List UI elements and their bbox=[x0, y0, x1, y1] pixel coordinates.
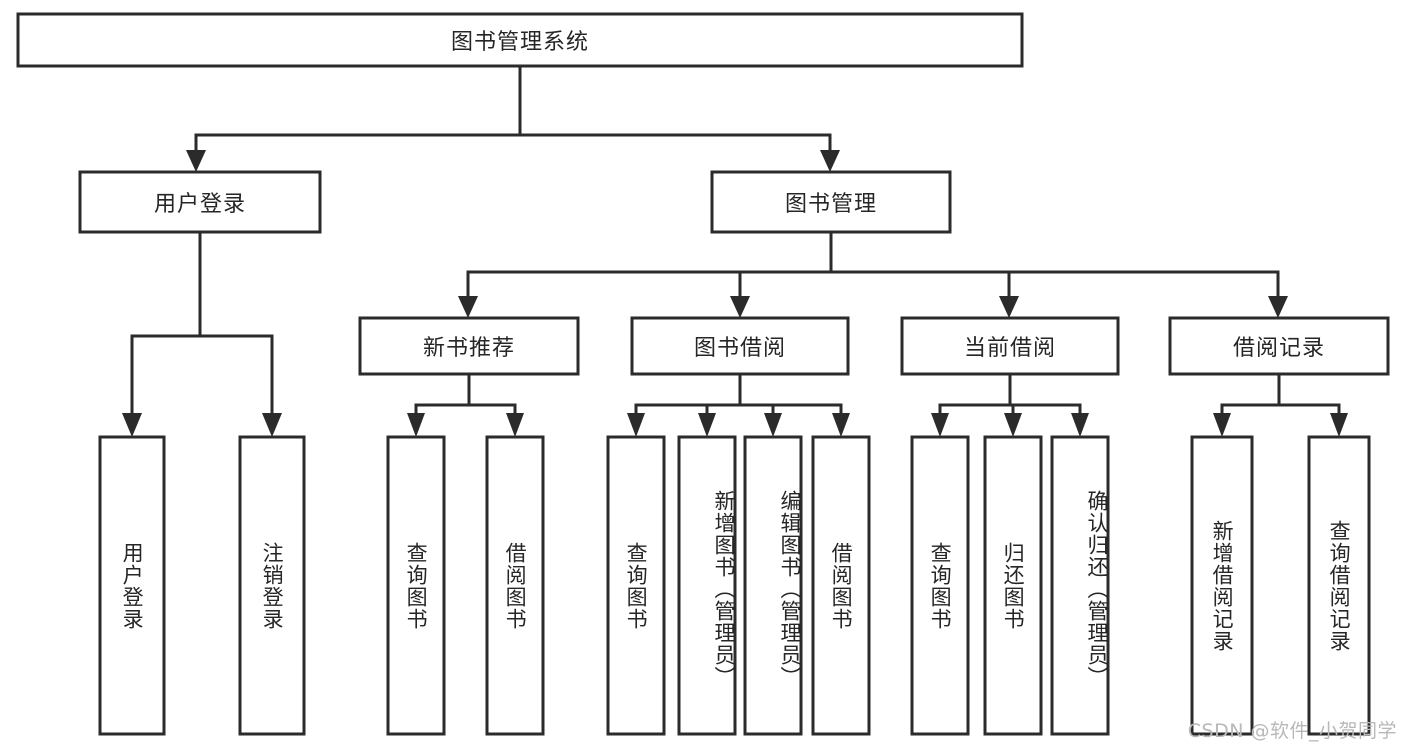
node-box-leaf-query-book-borrow[interactable] bbox=[606, 435, 666, 736]
arrowhead-borrow-leaf-3 bbox=[764, 413, 782, 437]
arrowhead-record-leaf-1 bbox=[1213, 413, 1231, 437]
arrowhead-borrow-record bbox=[1268, 296, 1288, 318]
node-box-leaf-borrow-book[interactable] bbox=[811, 435, 871, 736]
csdn-watermark: CSDN @软件_小贺同学 bbox=[1187, 720, 1397, 742]
node-box-leaf-confirm-return-admin[interactable] bbox=[1050, 435, 1110, 736]
node-box-leaf-add-borrow-record[interactable] bbox=[1190, 435, 1254, 736]
node-box-borrow-record[interactable] bbox=[1168, 316, 1390, 376]
node-box-user-login[interactable] bbox=[78, 170, 322, 234]
node-box-root[interactable] bbox=[16, 12, 1024, 68]
arrowhead-root-to-user-login bbox=[186, 150, 206, 172]
node-box-leaf-edit-book-admin[interactable] bbox=[743, 435, 803, 736]
node-box-book-manage[interactable] bbox=[710, 170, 952, 234]
arrowhead-current-leaf-2 bbox=[1004, 413, 1022, 437]
arrowhead-borrow-leaf-1 bbox=[627, 413, 645, 437]
node-box-current-borrow[interactable] bbox=[900, 316, 1120, 376]
arrowhead-borrow-leaf-2 bbox=[698, 413, 716, 437]
arrowhead-current-leaf-1 bbox=[931, 413, 949, 437]
arrowhead-book-borrow bbox=[730, 296, 750, 318]
arrowhead-new-book-recommend bbox=[458, 296, 478, 318]
arrowhead-current-leaf-3 bbox=[1071, 413, 1089, 437]
node-box-book-borrow[interactable] bbox=[630, 316, 850, 376]
arrowhead-recommend-leaf-2 bbox=[506, 413, 524, 437]
arrowhead-user-login-leaf-2 bbox=[262, 413, 282, 437]
node-box-leaf-add-book-admin[interactable] bbox=[677, 435, 737, 736]
node-box-leaf-query-book-recommend[interactable] bbox=[386, 435, 446, 736]
arrowhead-recommend-leaf-1 bbox=[407, 413, 425, 437]
arrowhead-user-login-leaf-1 bbox=[122, 413, 142, 437]
node-box-leaf-borrow-book-recommend[interactable] bbox=[485, 435, 545, 736]
arrowhead-borrow-leaf-4 bbox=[832, 413, 850, 437]
node-box-new-book-recommend[interactable] bbox=[358, 316, 580, 376]
node-box-leaf-query-book-current[interactable] bbox=[910, 435, 970, 736]
node-box-leaf-return-book[interactable] bbox=[983, 435, 1043, 736]
arrowhead-current-borrow bbox=[999, 296, 1019, 318]
node-box-leaf-logout[interactable] bbox=[238, 435, 306, 736]
arrowhead-record-leaf-2 bbox=[1330, 413, 1348, 437]
node-box-leaf-user-login[interactable] bbox=[98, 435, 166, 736]
node-box-leaf-query-borrow-record[interactable] bbox=[1307, 435, 1371, 736]
arrowhead-root-to-book-manage bbox=[820, 150, 840, 172]
